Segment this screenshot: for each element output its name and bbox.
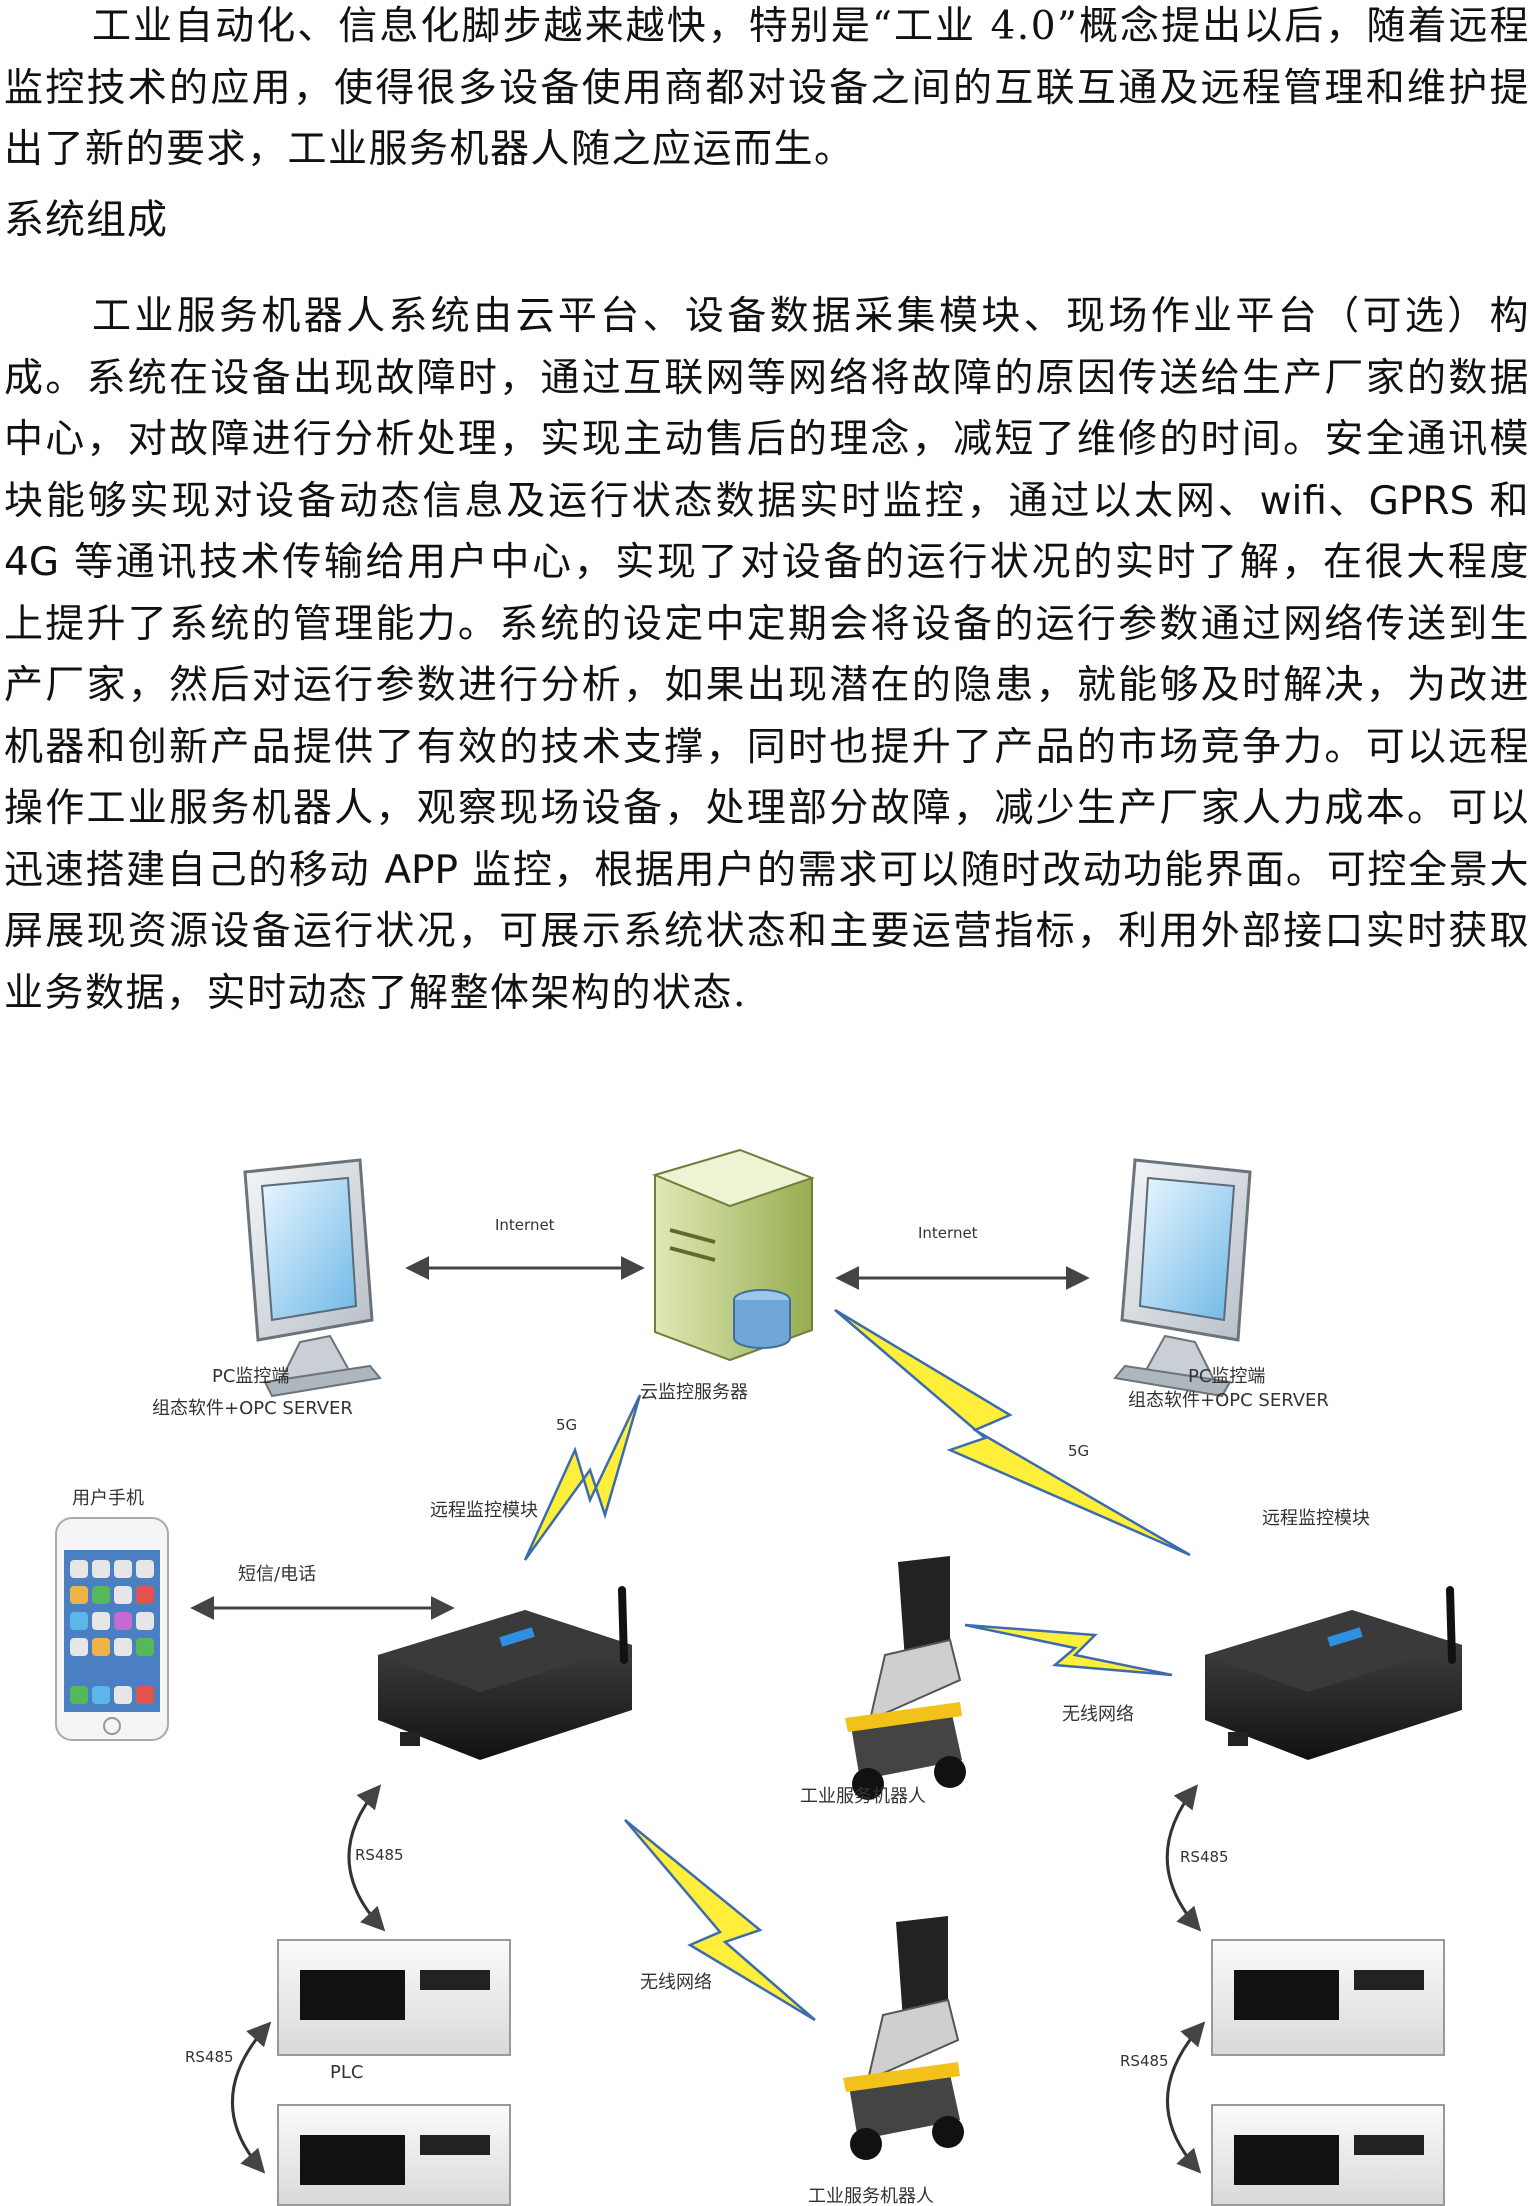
robot-top-label: 工业服务机器人 — [800, 1786, 926, 1807]
phone-icon — [55, 1517, 169, 1741]
intro-paragraph: 工业自动化、信息化脚步越来越快，特别是“工业 4.0”概念提出以后，随着远程监控… — [4, 4, 1530, 172]
robot-bottom-label: 工业服务机器人 — [808, 2186, 934, 2206]
remote-module-right-icon — [1205, 1586, 1462, 1760]
sms-label: 短信/电话 — [238, 1564, 316, 1585]
body-text-3: 等通讯技术传输给用户中心，实现了对设备的运行状况的实时了解，在很大程度上提升了系… — [4, 540, 1530, 893]
body-text-2: 和 — [1474, 478, 1530, 524]
plc-label: PLC — [330, 2062, 363, 2083]
rs485-arrow-left-bottom — [231, 2021, 272, 2174]
rs485-left-top-label: RS485 — [355, 1846, 404, 1864]
body-latin-3: APP — [384, 847, 459, 893]
phone-label: 用户手机 — [72, 1488, 144, 1509]
pc-right-subtitle: 组态软件+OPC SERVER — [1128, 1390, 1329, 1411]
server-label: 云监控服务器 — [640, 1382, 748, 1403]
pc-left-subtitle: 组态软件+OPC SERVER — [152, 1398, 353, 1419]
pc-left-title: PC监控端 — [212, 1366, 289, 1387]
cloud-server-icon — [651, 1148, 815, 1362]
label-5g-left: 5G — [556, 1416, 577, 1434]
plc-right-top-icon — [1211, 1939, 1445, 2056]
rs485-arrow-right-top — [1165, 1784, 1202, 1932]
plc-left-bottom-icon — [277, 2104, 511, 2206]
wireless-top-label: 无线网络 — [1062, 1704, 1134, 1725]
rs485-arrow-right-bottom — [1166, 2021, 1206, 2174]
lightning-5g-right-icon — [834, 1308, 1191, 1557]
rs485-left-bottom-label: RS485 — [185, 2048, 234, 2066]
body-paragraph: 工业服务机器人系统由云平台、设备数据采集模块、现场作业平台（可选）构成。系统在设… — [4, 286, 1530, 1024]
body-latin-1: wifi、GPRS — [1259, 478, 1475, 524]
module-left-label: 远程监控模块 — [430, 1500, 538, 1521]
lightning-wireless-top-icon — [964, 1623, 1173, 1677]
internet-label-left: Internet — [495, 1216, 555, 1234]
pc-monitor-right-icon — [1113, 1158, 1252, 1398]
module-right-label: 远程监控模块 — [1262, 1508, 1370, 1529]
robot-bottom-icon — [843, 1916, 964, 2160]
rs485-right-top-label: RS485 — [1180, 1848, 1229, 1866]
lightning-5g-left-icon — [523, 1394, 642, 1561]
section-heading: 系统组成 — [4, 197, 168, 243]
pc-monitor-left-icon — [243, 1158, 382, 1398]
robot-top-icon — [845, 1556, 966, 1800]
system-architecture-diagram: Internet Internet PC监控端 组态软件+OPC SERVER … — [55, 1148, 1462, 2206]
body-latin-2: 4G — [4, 540, 60, 585]
plc-left-top-icon — [277, 1939, 511, 2056]
pc-right-title: PC监控端 — [1188, 1366, 1265, 1387]
wireless-bottom-label: 无线网络 — [640, 1972, 712, 1993]
rs485-right-bottom-label: RS485 — [1120, 2052, 1169, 2070]
internet-label-right: Internet — [918, 1224, 978, 1242]
lightning-wireless-bottom-icon — [624, 1819, 816, 2022]
body-text-4: 监控，根据用户的需求可以随时改动功能界面。可控全景大屏展现资源设备运行状况，可展… — [4, 847, 1530, 1016]
body-text-1: 工业服务机器人系统由云平台、设备数据采集模块、现场作业平台（可选）构成。系统在设… — [4, 294, 1530, 524]
plc-right-bottom-icon — [1211, 2104, 1445, 2206]
remote-module-left-icon — [378, 1586, 632, 1760]
rs485-arrow-left-top — [347, 1784, 386, 1932]
label-5g-right: 5G — [1068, 1442, 1089, 1460]
